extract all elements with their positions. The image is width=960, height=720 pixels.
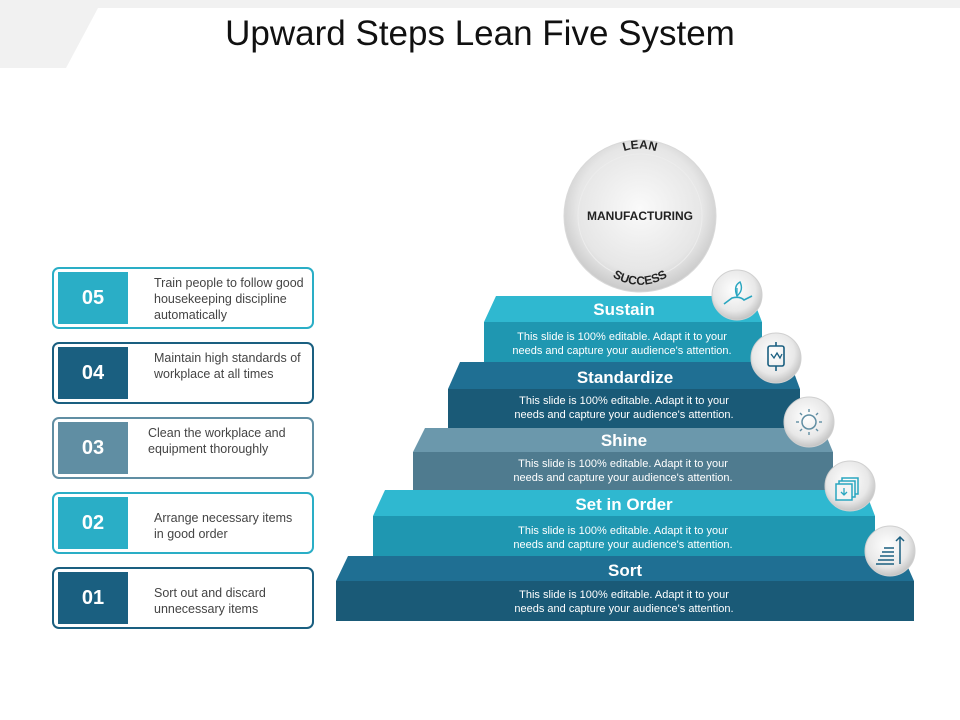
stair-title: Set in Order: [575, 495, 673, 514]
stair-description-line: needs and capture your audience's attent…: [514, 409, 733, 421]
stair-top-face: [484, 296, 762, 322]
stair-title: Standardize: [577, 368, 673, 387]
stair-title: Sort: [608, 561, 642, 580]
stair-title: Sustain: [593, 300, 654, 319]
stair-step-sustain: Sustain This slide is 100% editable. Ada…: [484, 296, 762, 362]
stair-step-shine: Shine This slide is 100% editable. Adapt…: [413, 428, 833, 490]
stair-description-line: needs and capture your audience's attent…: [512, 345, 731, 357]
step-number-badge: 03: [58, 422, 128, 474]
step-number-badge: 05: [58, 272, 128, 324]
hand-plant-icon: [711, 269, 763, 321]
step-card-04: 04 Maintain high standards of workplace …: [52, 342, 314, 404]
stair-step-standardize: Standardize This slide is 100% editable.…: [448, 362, 800, 428]
stair-description-line: This slide is 100% editable. Adapt it to…: [518, 458, 728, 470]
step-card-05: 05 Train people to follow good housekeep…: [52, 267, 314, 329]
step-card-02: 02 Arrange necessary items in good order: [52, 492, 314, 554]
step-number-badge: 04: [58, 347, 128, 399]
sun-icon: [783, 396, 835, 448]
page-title: Upward Steps Lean Five System: [225, 14, 735, 53]
circle-arc-bottom-text: SUCCESS: [611, 267, 669, 288]
corner-decoration: [0, 0, 960, 68]
stair-front-face: [484, 322, 762, 362]
step-card-description: Train people to follow good housekeeping…: [154, 276, 304, 322]
step-card-description: Clean the workplace and equipment thorou…: [148, 426, 286, 456]
stair-front-face: [448, 389, 800, 428]
step-card-01: 01 Sort out and discard unnecessary item…: [52, 567, 314, 629]
stair-description-line: needs and capture your audience's attent…: [513, 472, 732, 484]
stair-description-line: needs and capture your audience's attent…: [513, 539, 732, 551]
stair-top-face: [413, 428, 833, 452]
stair-top-face: [373, 490, 875, 516]
stair-description-line: needs and capture your audience's attent…: [514, 603, 733, 615]
stair-top-face: [336, 556, 914, 581]
step-number-badge: 01: [58, 572, 128, 624]
stair-description-line: This slide is 100% editable. Adapt it to…: [519, 589, 729, 601]
stacked-boxes-icon: [824, 460, 876, 512]
step-card-description: Arrange necessary items in good order: [154, 511, 293, 541]
stair-front-face: [336, 581, 914, 621]
stair-title: Shine: [601, 431, 647, 450]
stair-front-face: [413, 452, 833, 490]
stair-step-sort: Sort This slide is 100% editable. Adapt …: [336, 556, 914, 621]
step-card-description: Sort out and discard unnecessary items: [154, 586, 266, 616]
circle-center-text: MANUFACTURING: [587, 209, 693, 223]
sort-arrow-icon: [864, 525, 916, 577]
step-number-badge: 02: [58, 497, 128, 549]
stair-description-line: This slide is 100% editable. Adapt it to…: [517, 331, 727, 343]
stair-description-line: This slide is 100% editable. Adapt it to…: [519, 395, 729, 407]
certificate-icon: [750, 332, 802, 384]
stair-description-line: This slide is 100% editable. Adapt it to…: [518, 525, 728, 537]
step-card-03: 03 Clean the workplace and equipment tho…: [52, 417, 314, 479]
stair-front-face: [373, 516, 875, 556]
lean-manufacturing-circle: LEAN MANUFACTURING SUCCESS: [563, 137, 717, 293]
stair-step-set-in-order: Set in Order This slide is 100% editable…: [373, 490, 875, 556]
step-card-description: Maintain high standards of workplace at …: [154, 351, 301, 381]
stair-top-face: [448, 362, 800, 389]
